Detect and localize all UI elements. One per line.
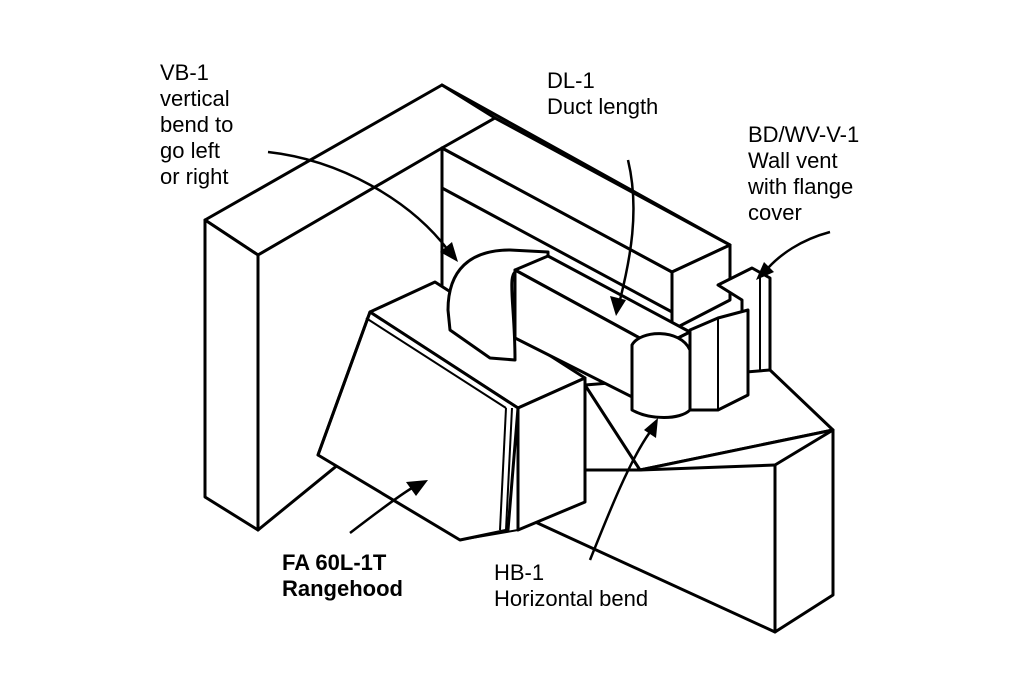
callout-vb1-line: vertical — [160, 86, 230, 111]
callout-bdwv-line: Wall vent — [748, 148, 838, 173]
callout-bdwv-line: BD/WV-V-1 — [748, 122, 860, 147]
callout-arrows — [267, 150, 831, 561]
callout-hb1-line: Horizontal bend — [494, 586, 649, 611]
callout-vb1: VB-1 vertical bend to go left or right — [160, 60, 233, 190]
arrow-hb1 — [588, 431, 652, 561]
callout-vb1-line: VB-1 — [160, 60, 209, 85]
callout-dl1-line: Duct length — [547, 94, 659, 119]
callout-rangehood-line: Rangehood — [282, 576, 403, 601]
callout-hb1: HB-1 Horizontal bend — [494, 560, 648, 612]
arrow-hood-head — [406, 480, 428, 496]
arrow-vb1 — [267, 150, 449, 251]
right-wall — [440, 116, 732, 332]
callout-dl1: DL-1 Duct length — [547, 68, 658, 120]
callout-bdwv-line: cover — [748, 200, 802, 225]
arrow-vb1-head — [440, 242, 458, 262]
callout-hb1-line: HB-1 — [494, 560, 545, 585]
callout-bdwv-line: with flange — [748, 174, 854, 199]
arrow-hood — [349, 486, 413, 534]
arrow-hb1-head — [644, 418, 658, 438]
callout-bdwv: BD/WV-V-1 Wall vent with flange cover — [748, 122, 859, 226]
left-wall — [203, 83, 732, 532]
arrow-bdwv-head — [756, 262, 774, 280]
arrow-dl1 — [618, 159, 635, 301]
rangehood-body — [316, 280, 587, 542]
arrow-bdwv — [767, 230, 831, 269]
callout-rangehood: FA 60L-1T Rangehood — [282, 550, 403, 602]
callout-rangehood-line: FA 60L-1T — [282, 550, 387, 575]
horizontal-bend-fitting — [630, 308, 750, 419]
callout-dl1-line: DL-1 — [547, 68, 595, 93]
arrow-dl1-head — [610, 296, 626, 316]
callout-vb1-line: or right — [160, 164, 229, 189]
callout-vb1-line: go left — [160, 138, 220, 163]
callout-vb1-line: bend to — [160, 112, 234, 137]
